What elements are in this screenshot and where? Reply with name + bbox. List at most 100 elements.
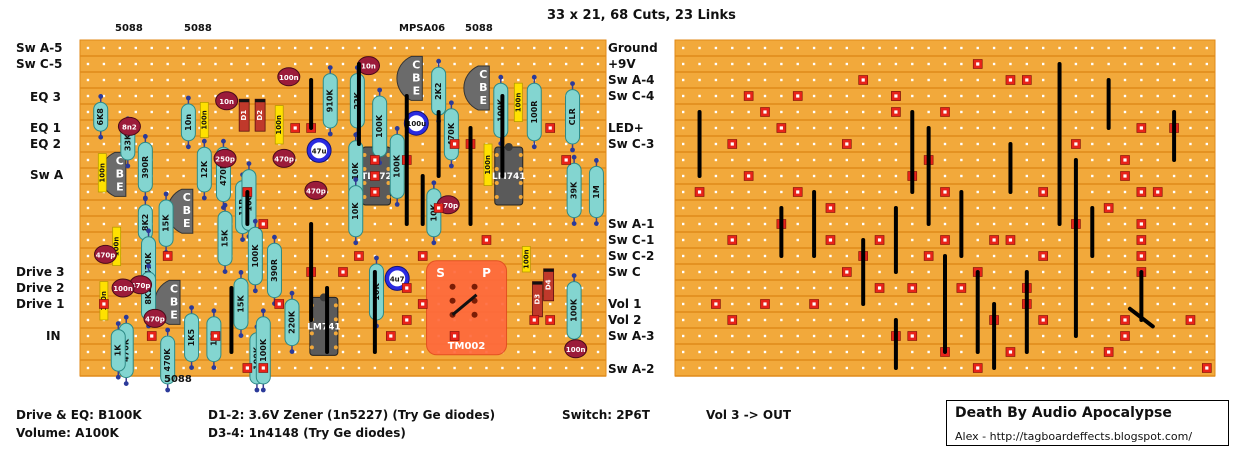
right-hole	[894, 142, 898, 146]
right-hole	[731, 174, 734, 178]
right-hole	[1123, 366, 1127, 370]
right-hole	[1058, 318, 1061, 322]
left-hole	[564, 78, 568, 82]
cut-hole	[1008, 350, 1013, 354]
right-hole	[1107, 62, 1110, 66]
resistor-value: 6K8	[96, 108, 105, 126]
left-hole	[278, 94, 281, 98]
right-hole	[1041, 174, 1045, 178]
right-hole	[1041, 222, 1045, 226]
cut-hole	[166, 254, 170, 258]
electrolytic-cap-value: 4u7	[390, 275, 405, 283]
film-cap-value: 100n	[522, 249, 530, 269]
right-hole	[780, 334, 783, 338]
right-hole	[812, 318, 816, 322]
resistor: 470K	[443, 100, 459, 169]
right-hole	[845, 286, 849, 290]
right-hole	[992, 142, 996, 146]
right-hole	[1156, 78, 1159, 82]
right-hole	[1041, 270, 1045, 274]
switch-pin	[471, 283, 478, 290]
film-capacitor: 100n	[521, 245, 531, 273]
left-hole	[262, 62, 265, 66]
right-hole	[1123, 110, 1127, 114]
resistor-end	[252, 288, 258, 294]
left-hole	[580, 46, 584, 50]
left-hole	[118, 222, 122, 226]
right-hole	[829, 78, 832, 82]
left-hole	[501, 238, 504, 242]
right-hole	[796, 158, 799, 162]
left-hole	[102, 350, 106, 354]
left-hole	[246, 94, 249, 98]
left-hole	[373, 46, 377, 50]
left-hole	[198, 318, 201, 322]
left-hole	[517, 62, 520, 66]
right-hole	[1156, 62, 1159, 66]
right-hole	[1123, 254, 1127, 258]
right-hole	[1172, 174, 1176, 178]
right-hole	[878, 94, 881, 98]
resistor: 100K	[255, 308, 271, 393]
right-hole	[927, 302, 930, 306]
switch-pin	[449, 297, 456, 304]
left-hole	[517, 222, 520, 226]
resistor-body	[196, 146, 212, 193]
film-cap-value: 100n	[484, 155, 492, 175]
left-hole	[533, 62, 536, 66]
left-hole	[357, 46, 361, 50]
left-hole	[341, 254, 345, 258]
resistor: 1M	[588, 158, 604, 227]
left-hole	[437, 46, 440, 50]
left-hole	[293, 142, 297, 146]
left-hole	[517, 366, 520, 370]
left-hole	[501, 254, 504, 258]
right-hole	[829, 222, 832, 226]
right-hole	[1205, 350, 1209, 354]
right-hole	[861, 334, 865, 338]
right-hole	[1107, 286, 1110, 290]
left-hole	[293, 366, 297, 370]
right-hole	[1205, 94, 1209, 98]
ceramic-cap-value: 100n	[566, 346, 586, 354]
left-hole	[580, 318, 584, 322]
resistor-end	[146, 263, 151, 269]
right-hole	[763, 174, 767, 178]
left-hole	[533, 270, 536, 274]
right-hole	[1156, 286, 1159, 290]
resistor-end	[238, 333, 244, 338]
chip-label-top-1: 5088	[115, 23, 143, 34]
left-hole	[517, 318, 520, 322]
left-hole	[485, 366, 488, 370]
right-hole	[1041, 62, 1045, 66]
right-hole	[1140, 334, 1143, 338]
right-hole	[1074, 350, 1078, 354]
left-hole	[596, 334, 600, 338]
left-hole	[214, 94, 217, 98]
cut-hole	[877, 238, 882, 242]
right-hole	[714, 62, 718, 66]
right-hole	[861, 62, 865, 66]
left-hole	[309, 206, 313, 210]
right-label-ground: Ground	[608, 41, 658, 55]
transistor-pin-label: B	[479, 81, 487, 94]
left-hole	[86, 46, 90, 50]
right-hole	[960, 350, 963, 354]
cut-hole	[747, 174, 751, 178]
right-hole	[763, 206, 767, 210]
left-hole	[102, 62, 106, 66]
left-hole	[214, 142, 217, 146]
right-hole	[731, 270, 734, 274]
right-hole	[1156, 334, 1159, 338]
right-hole	[714, 254, 718, 258]
resistor: 6K8	[93, 94, 109, 140]
resistor-end	[221, 138, 226, 144]
resistor-body	[526, 82, 542, 142]
resistor-value: 2K2	[434, 83, 443, 100]
right-hole	[681, 158, 685, 162]
right-hole	[731, 46, 734, 50]
right-hole	[1205, 222, 1209, 226]
ic-pin	[333, 303, 338, 308]
right-hole	[812, 366, 816, 370]
